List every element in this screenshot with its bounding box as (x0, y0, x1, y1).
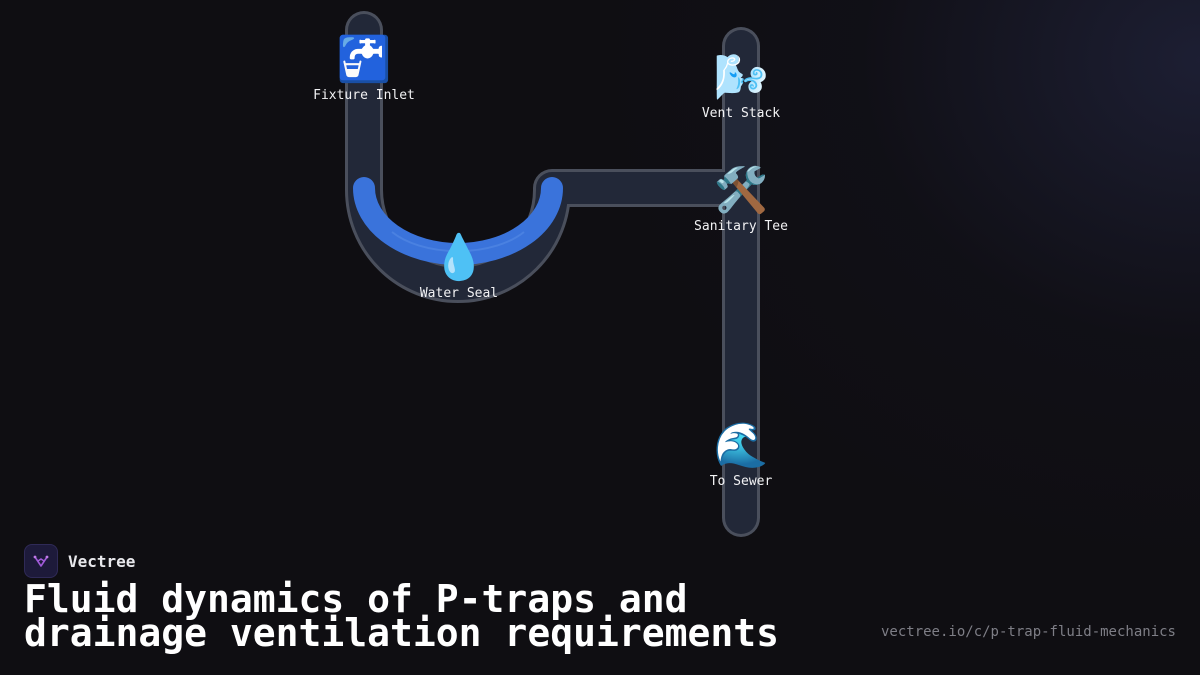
node-label-vent-stack: Vent Stack (701, 106, 781, 121)
vectree-logo-icon (24, 544, 58, 578)
node-label-to-sewer: To Sewer (709, 474, 773, 489)
droplet-icon: 💧 (431, 232, 487, 283)
source-url: vectree.io/c/p-trap-fluid-mechanics (880, 624, 1176, 640)
node-water-seal: 💧 Water Seal (419, 232, 499, 302)
node-label-sanitary-tee: Sanitary Tee (694, 219, 788, 234)
node-vent-stack: 🌬️ Vent Stack (701, 52, 781, 122)
page-title: Fluid dynamics of P-traps and drainage v… (24, 577, 779, 655)
node-to-sewer: 🌊 To Sewer (709, 420, 773, 490)
node-sanitary-tee: 🛠️ Sanitary Tee (694, 165, 788, 235)
node-label-fixture-inlet: Fixture Inlet (313, 88, 415, 103)
water-seal-shine (391, 231, 525, 253)
faucet-icon: 🚰 (336, 34, 392, 85)
brand: Vectree (24, 544, 135, 578)
wind-icon: 🌬️ (713, 52, 769, 103)
brand-name: Vectree (68, 551, 136, 571)
wave-icon: 🌊 (713, 420, 769, 471)
node-fixture-inlet: 🚰 Fixture Inlet (313, 34, 415, 104)
water-seal-fill (353, 177, 563, 265)
node-label-water-seal: Water Seal (419, 286, 499, 301)
tools-icon: 🛠️ (713, 165, 769, 216)
